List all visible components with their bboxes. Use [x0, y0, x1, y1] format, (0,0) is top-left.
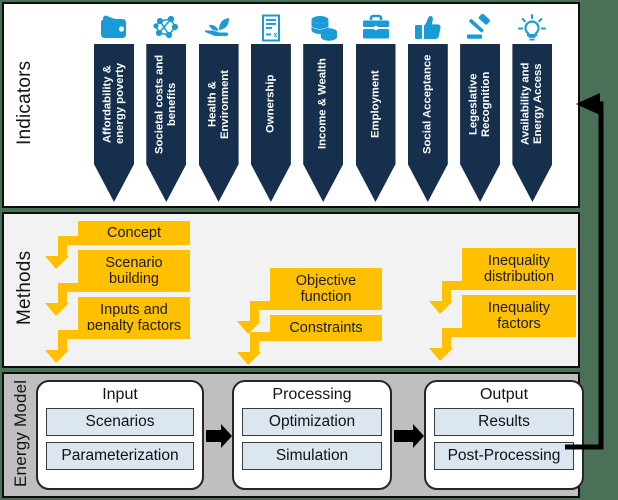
method-flow-arrow	[45, 283, 94, 316]
method-box[interactable]: Concept	[78, 221, 190, 245]
briefcase-icon	[352, 2, 400, 42]
method-box[interactable]: Inequality factors	[462, 295, 576, 337]
indicator-arrow-shape	[460, 44, 501, 202]
thumbs-up-icon	[404, 2, 452, 42]
indicators-section-label: Indicators	[14, 60, 35, 146]
indicator-arrow-1[interactable]: Affordability & energy poverty	[94, 15, 134, 202]
indicator-arrow-shape	[407, 44, 448, 202]
energy-stage-title: Input	[102, 386, 138, 403]
indicator-arrow-shape	[250, 44, 291, 202]
energy-stage-title: Processing	[272, 386, 352, 403]
method-flow-arrow	[429, 281, 478, 314]
indicator-label: Ownership	[264, 74, 277, 134]
energy-model-section-label: Energy Model	[11, 379, 30, 487]
indicator-arrow-3[interactable]: Health & Environment	[198, 18, 239, 202]
indicator-arrow-9[interactable]: Availability and Energy Access	[512, 14, 553, 202]
energy-stage-item[interactable]: Results	[434, 408, 574, 436]
method-flow-arrow	[237, 332, 286, 365]
indicator-label: Income & Wealth	[316, 58, 329, 150]
gavel-icon	[456, 2, 504, 42]
indicator-label: Availability and Energy Access	[519, 62, 545, 146]
method-box[interactable]: Inputs and penalty factors	[78, 297, 190, 339]
indicator-arrow-8[interactable]: Legeslative Recognition	[460, 14, 501, 202]
indicator-label: Health & Environment	[206, 69, 231, 139]
indicator-arrow-shape	[94, 44, 134, 202]
indicator-arrow-shape	[198, 44, 239, 202]
energy-stage-item[interactable]: Scenarios	[46, 408, 194, 436]
energy-stage-item[interactable]: Parameterization	[46, 442, 194, 470]
method-flow-arrow	[45, 330, 94, 363]
indicator-arrow-shape	[303, 44, 344, 202]
lightbulb-icon	[508, 2, 556, 42]
method-box[interactable]: Constraints	[270, 315, 382, 341]
svg-text:x: x	[273, 32, 277, 39]
method-flow-arrow	[45, 236, 94, 269]
energy-stage-item[interactable]: Simulation	[242, 442, 382, 470]
flow-arrow-1	[206, 424, 232, 448]
flow-arrow-2	[394, 424, 424, 448]
method-box[interactable]: Inequality distribution	[462, 248, 576, 290]
indicator-arrow-shape	[355, 44, 396, 202]
indicator-arrow-2[interactable]: Societal costs and benefits	[146, 15, 187, 202]
energy-stage-item[interactable]: Post-Processing	[434, 442, 574, 470]
coins-icon	[299, 2, 347, 42]
wallet-icon	[90, 2, 138, 42]
method-box[interactable]: Scenario building	[78, 250, 190, 292]
document-icon: x	[247, 2, 295, 42]
indicator-arrow-6[interactable]: Employment	[355, 14, 396, 202]
method-flow-arrow	[237, 301, 286, 334]
indicator-arrow-shape	[512, 44, 553, 202]
indicator-arrow-5[interactable]: Income & Wealth	[303, 16, 344, 202]
indicator-label: Societal costs and benefits	[153, 54, 179, 154]
method-flow-arrow	[429, 328, 478, 361]
energy-stage-title: Output	[479, 386, 529, 403]
indicator-label: Social Acceptance	[421, 54, 434, 154]
indicator-label: Employment	[369, 70, 382, 138]
methods-section-label: Methods	[14, 250, 35, 326]
network-nodes-icon	[142, 2, 190, 42]
indicator-arrow-shape	[146, 44, 187, 202]
energy-stage-item[interactable]: Optimization	[242, 408, 382, 436]
method-box[interactable]: Objective function	[270, 268, 382, 310]
indicator-label: Affordability & energy poverty	[101, 63, 126, 145]
indicator-label: Legeslative Recognition	[467, 71, 493, 137]
plant-in-hand-icon	[195, 2, 243, 42]
indicator-arrow-7[interactable]: Social Acceptance	[407, 15, 448, 202]
